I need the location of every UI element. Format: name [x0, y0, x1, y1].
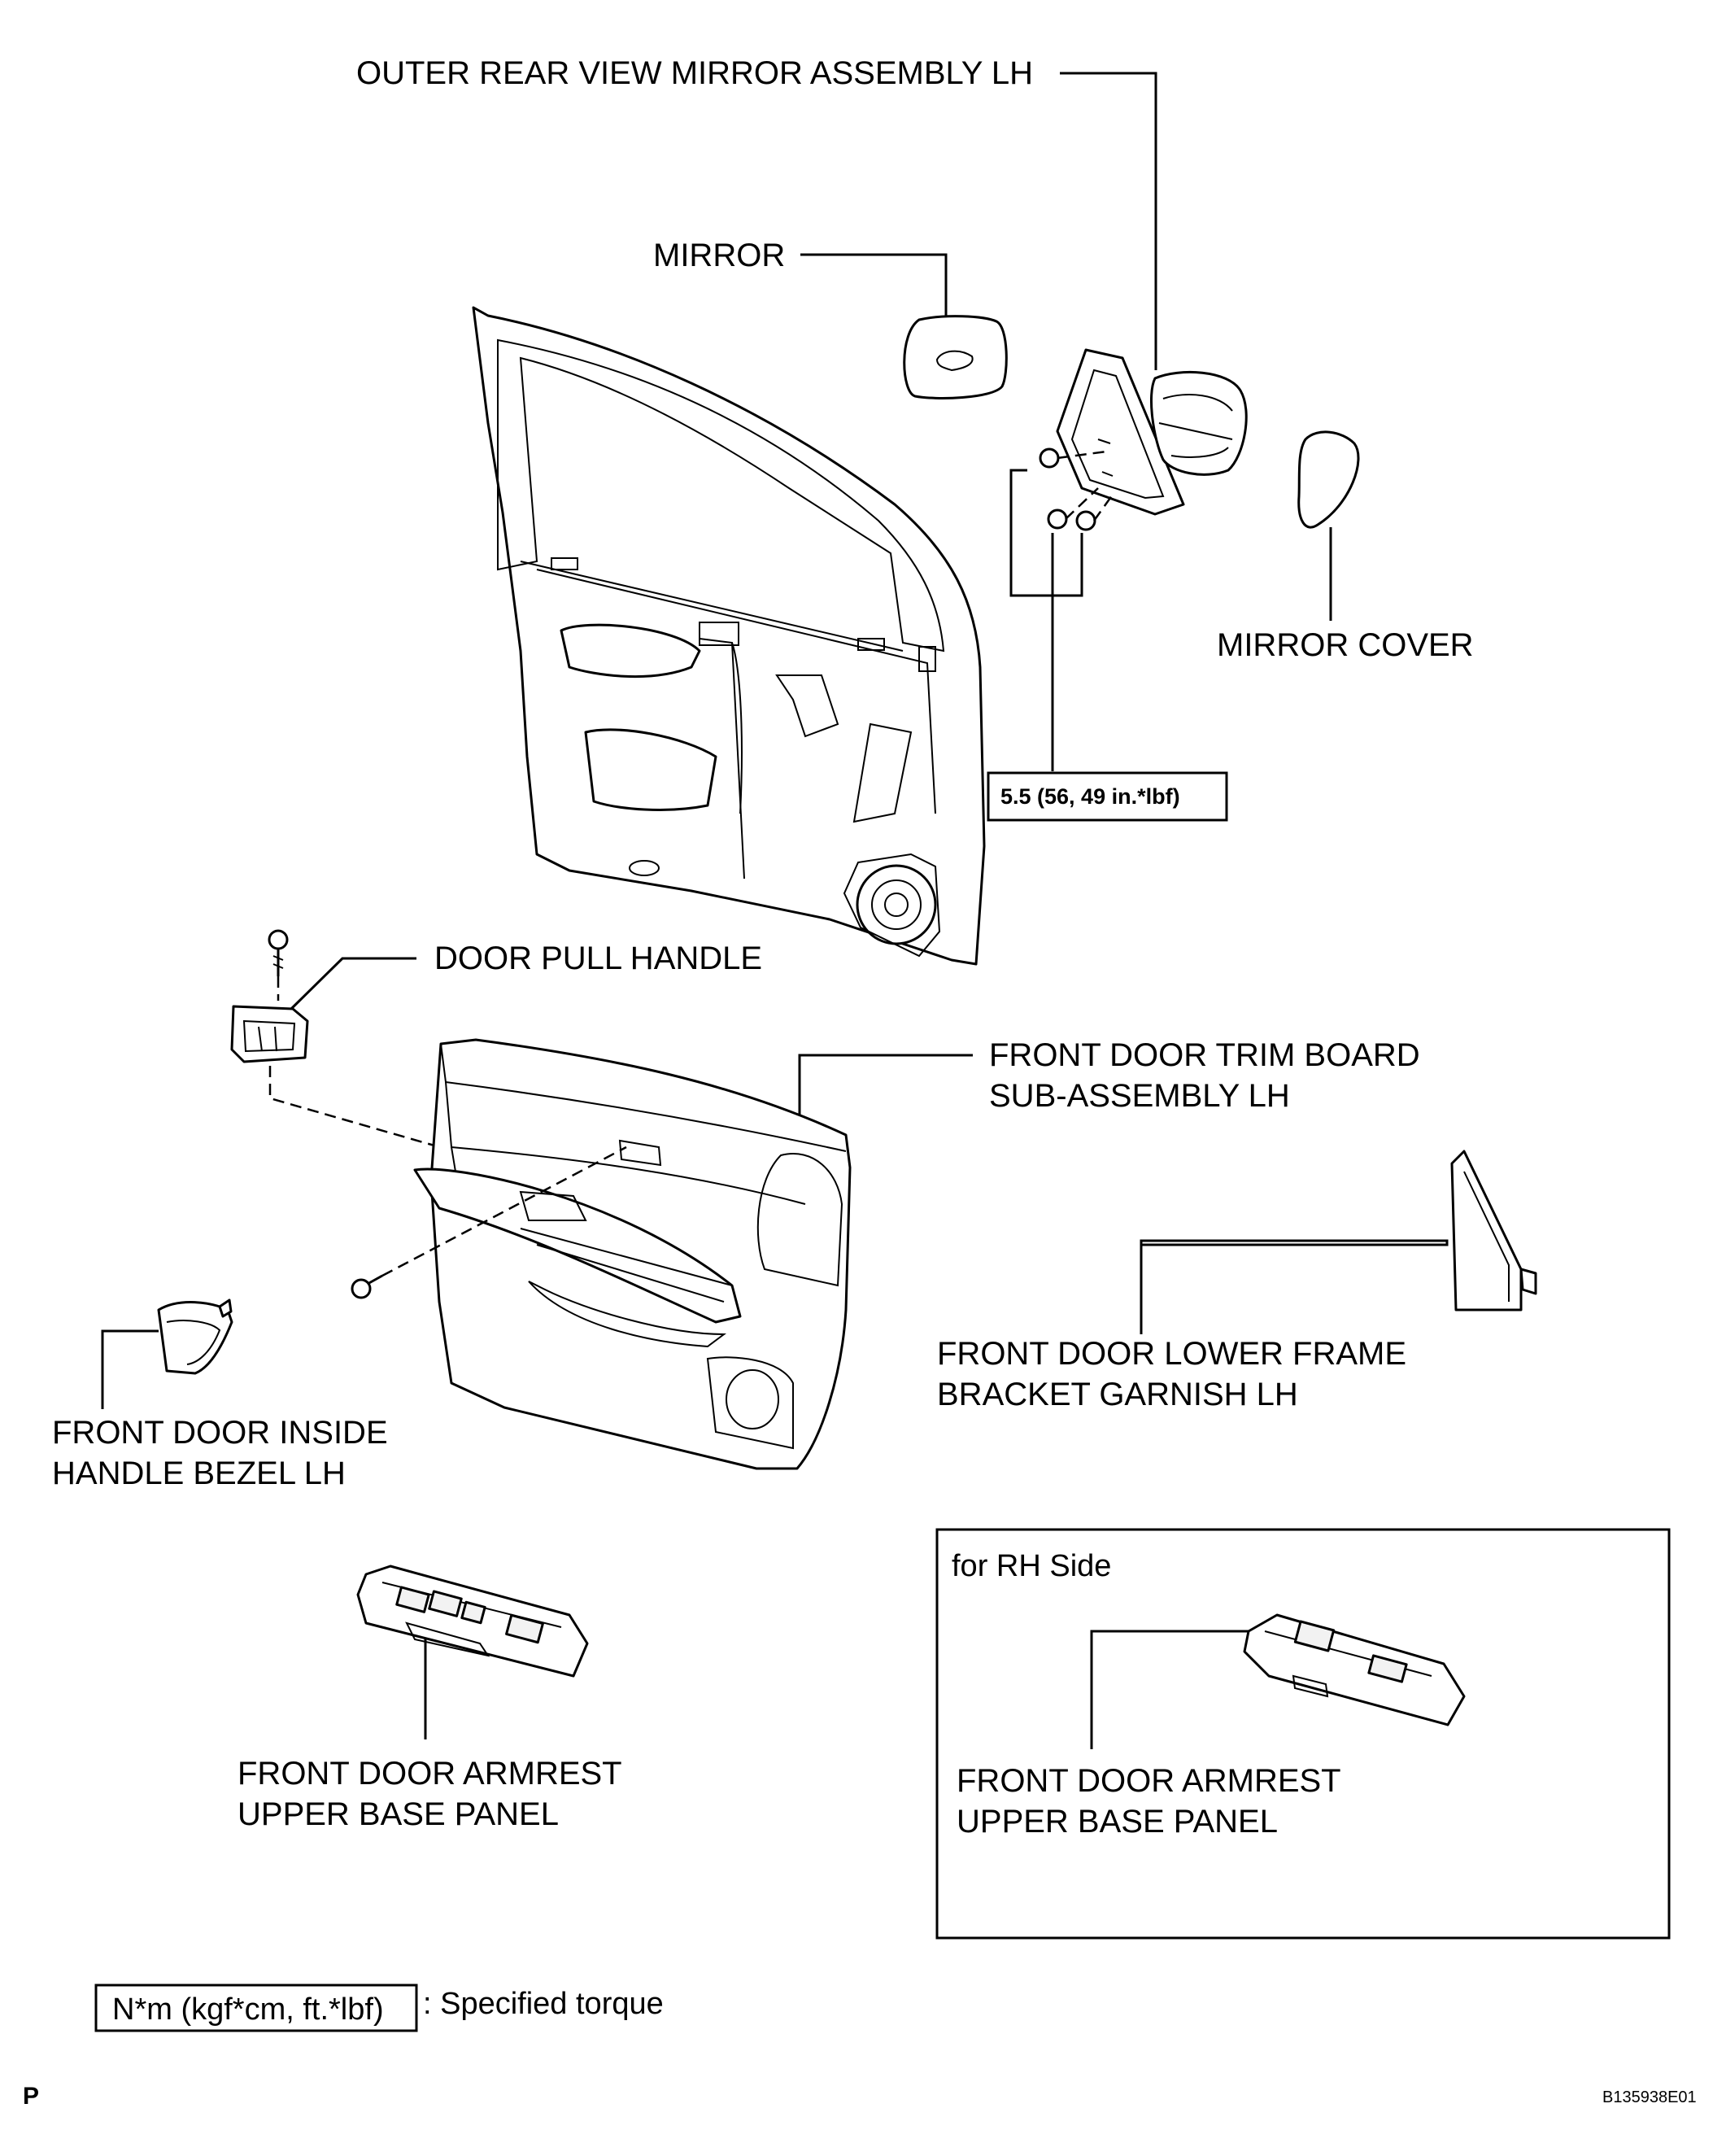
label-outer-mirror-assembly: OUTER REAR VIEW MIRROR ASSEMBLY LH	[356, 55, 1033, 91]
lower-frame-garnish	[1450, 1150, 1537, 1311]
outer-mirror-assembly	[1039, 348, 1248, 531]
inside-handle-bezel	[157, 1298, 233, 1375]
legend-description: : Specified torque	[423, 1987, 664, 2021]
leader-inside-handle	[101, 1329, 159, 1409]
leader-lower-frame	[1140, 1239, 1449, 1334]
leader-mirror	[800, 253, 948, 319]
legend-unit-box	[94, 1984, 418, 2032]
label-mirror: MIRROR	[653, 238, 785, 273]
door-panel	[472, 306, 986, 966]
torque-box	[987, 771, 1228, 822]
leader-trim-board	[798, 1054, 973, 1131]
label-trim-board-line1: FRONT DOOR TRIM BOARD	[989, 1037, 1420, 1073]
label-inside-handle-line2: HANDLE BEZEL LH	[52, 1456, 346, 1491]
label-lower-frame-line2: BRACKET GARNISH LH	[937, 1377, 1298, 1412]
mirror-cover	[1297, 430, 1360, 529]
mirror-glass	[903, 315, 1008, 399]
torque-bracket	[1009, 469, 1083, 597]
label-door-pull-handle: DOOR PULL HANDLE	[434, 941, 762, 976]
label-lower-frame-line1: FRONT DOOR LOWER FRAME	[937, 1336, 1406, 1372]
page-mark: P	[23, 2083, 39, 2110]
leader-outer-mirror	[1060, 72, 1157, 370]
label-armrest-line2: UPPER BASE PANEL	[238, 1796, 559, 1832]
rh-armrest-line2: UPPER BASE PANEL	[957, 1804, 1278, 1840]
trim-screw-dashline	[381, 1146, 627, 1277]
label-inside-handle-line1: FRONT DOOR INSIDE	[52, 1415, 388, 1451]
pull-handle-dashline	[268, 976, 611, 1198]
torque-value: 5.5 (56, 49 in.*lbf)	[1000, 784, 1180, 809]
label-armrest-line1: FRONT DOOR ARMREST	[238, 1756, 622, 1792]
armrest-panel-lh	[356, 1565, 589, 1678]
label-mirror-cover: MIRROR COVER	[1217, 627, 1474, 663]
leader-armrest-rh	[1090, 1630, 1249, 1749]
figure-id: B135938E01	[1602, 2088, 1697, 2106]
door-pull-screw	[268, 929, 289, 976]
leader-door-pull-handle	[290, 957, 416, 1010]
door-pull-handle	[230, 1005, 309, 1063]
armrest-panel-rh	[1243, 1613, 1466, 1726]
door-trim-board	[413, 1038, 852, 1470]
rh-side-title: for RH Side	[952, 1549, 1111, 1583]
rh-armrest-line1: FRONT DOOR ARMREST	[957, 1763, 1341, 1799]
legend-unit-text: N*m (kgf*cm, ft.*lbf)	[112, 1992, 384, 2027]
trim-board-screw	[351, 1274, 383, 1299]
rh-side-inset	[935, 1528, 1671, 1940]
label-trim-board-line2: SUB-ASSEMBLY LH	[989, 1078, 1290, 1114]
